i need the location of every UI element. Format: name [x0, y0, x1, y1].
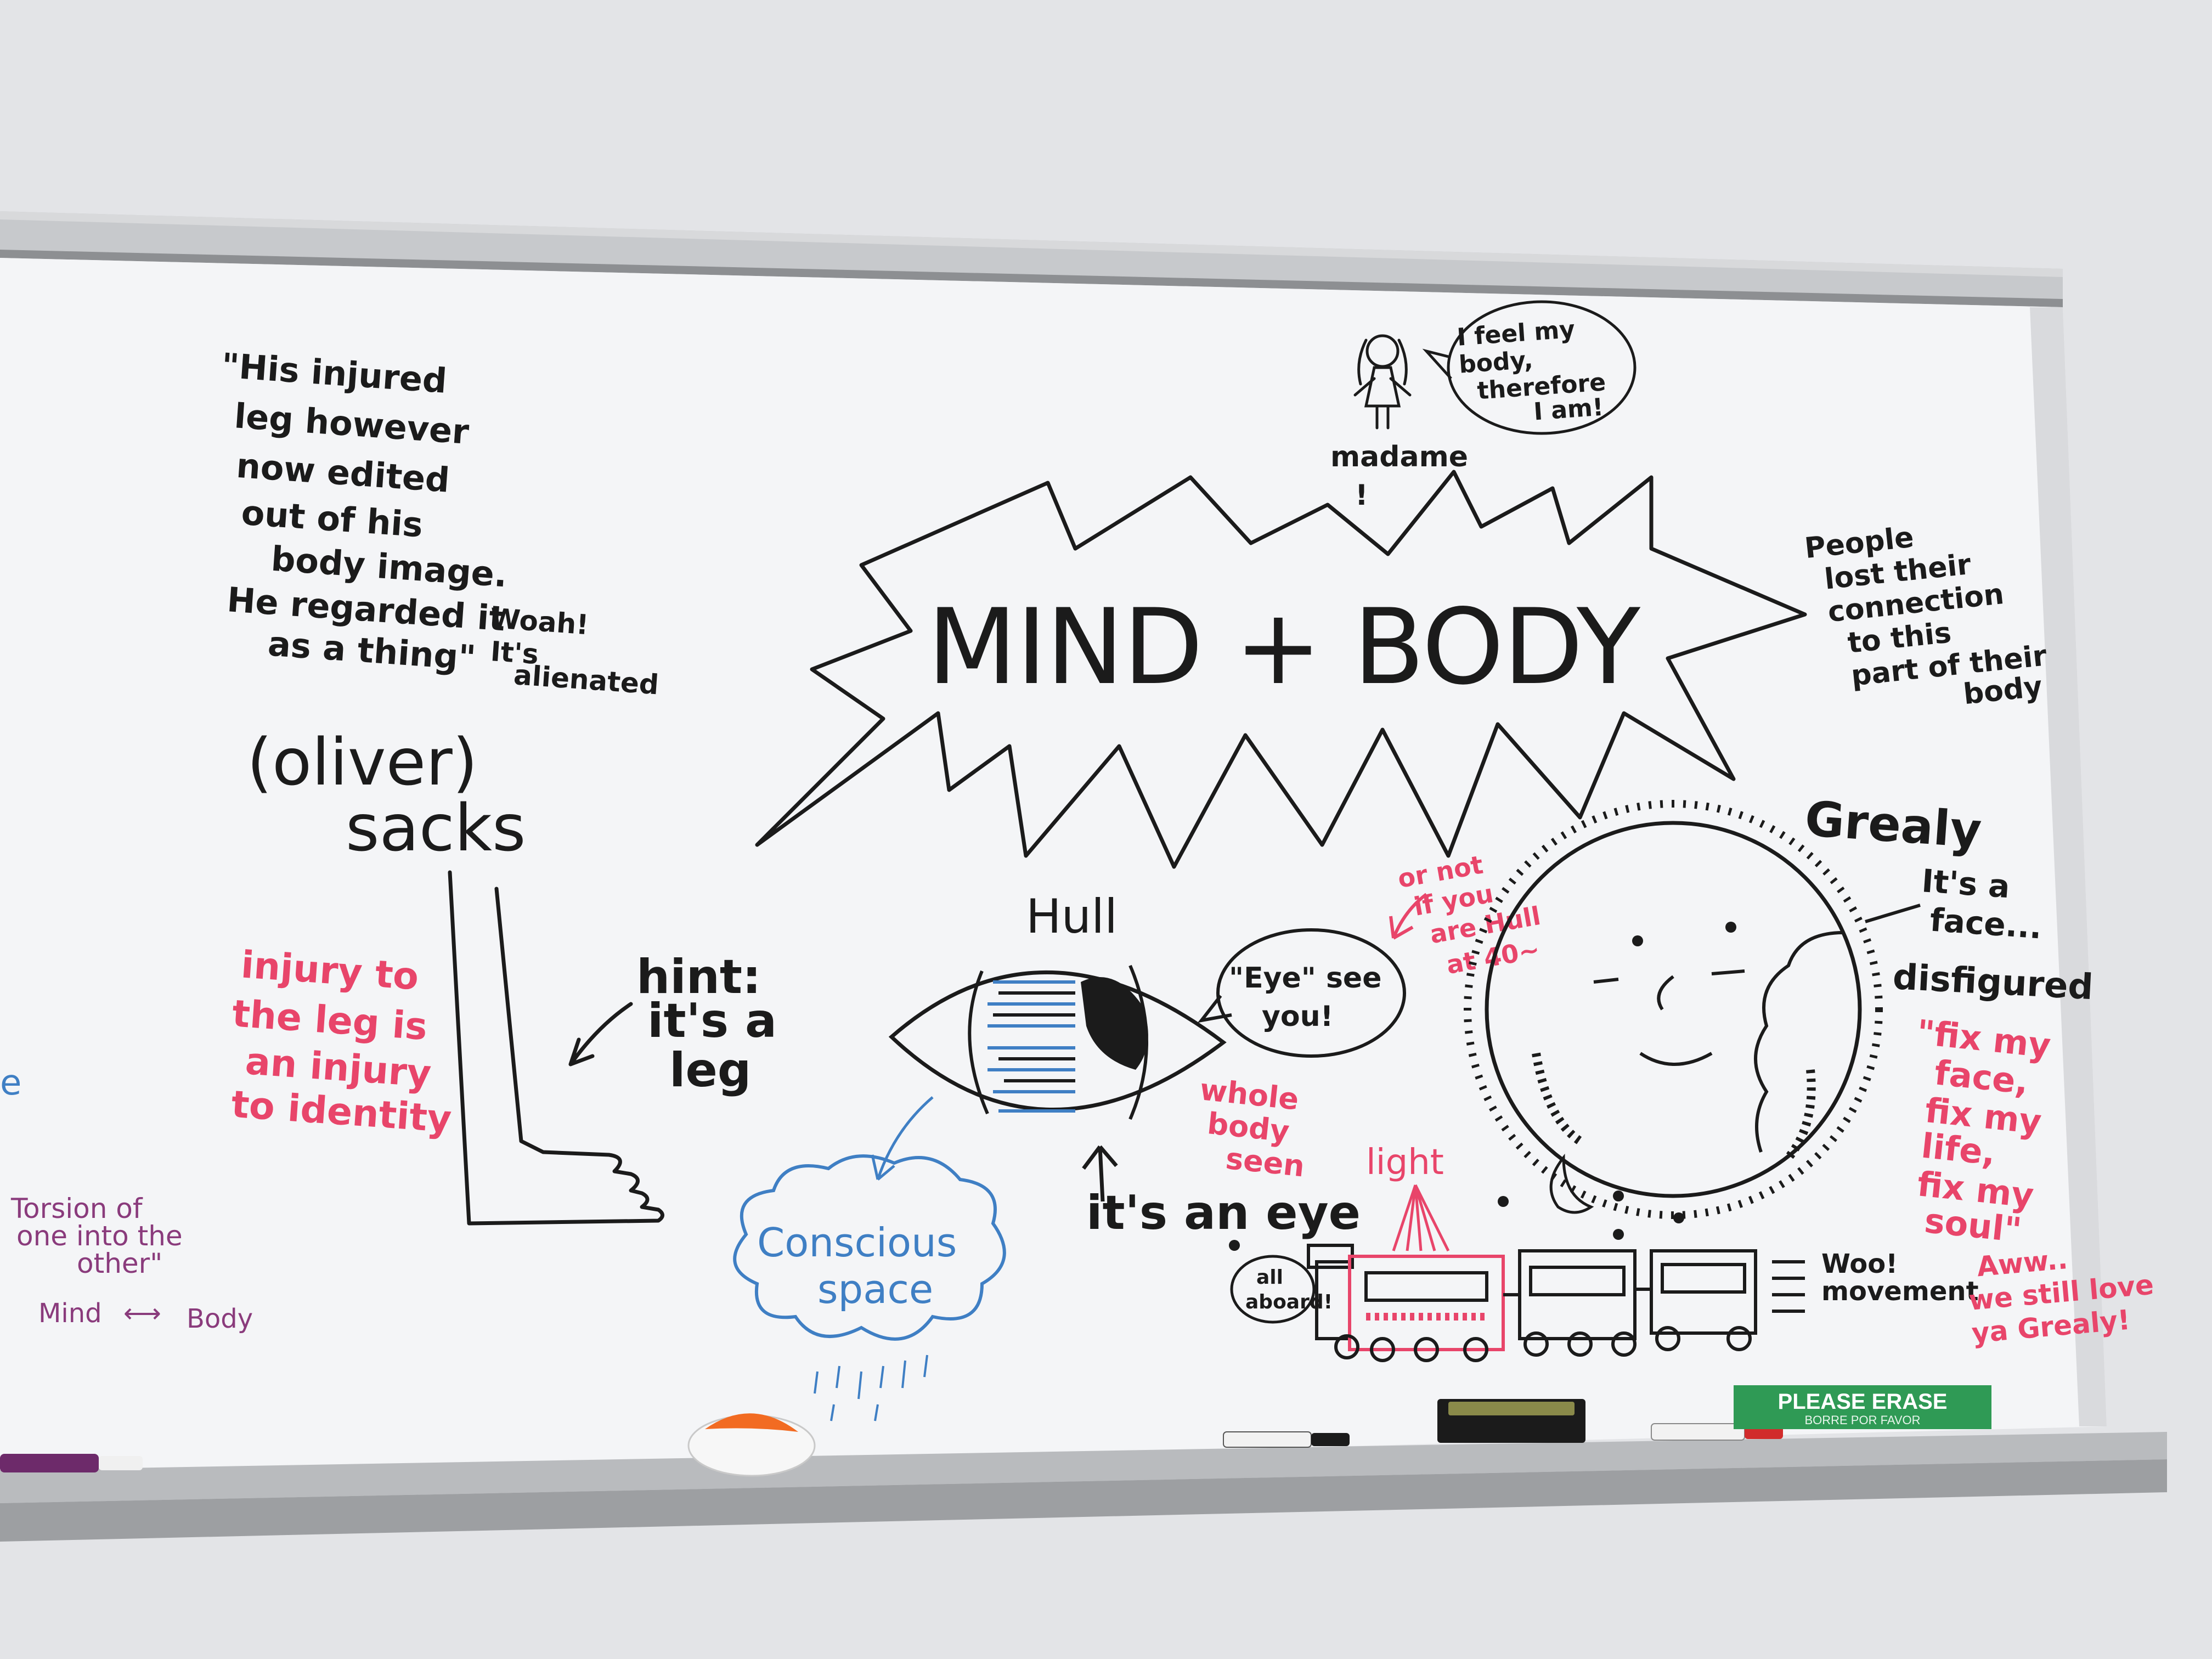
- light-label: light: [1366, 1142, 1444, 1183]
- svg-text:Torsion of: Torsion of: [10, 1193, 143, 1224]
- grealy-label: Grealy: [1803, 790, 1984, 859]
- svg-text:!: !: [1355, 479, 1368, 512]
- fix-note: "fix my face, fix my life, fix my soul": [1915, 1012, 2052, 1250]
- light-rays: [1392, 1184, 1450, 1252]
- svg-text:aboard!: aboard!: [1245, 1291, 1333, 1313]
- svg-text:hint:: hint:: [636, 950, 761, 1005]
- svg-text:Mind: Mind: [38, 1298, 102, 1329]
- burst-title: MIND + BODY: [927, 586, 1641, 708]
- svg-text:body,: body,: [1458, 346, 1534, 379]
- svg-text:it's a: it's a: [647, 994, 777, 1048]
- sign-sub-text: BORRE POR FAVOR: [1804, 1413, 1920, 1427]
- svg-text:sacks: sacks: [346, 790, 526, 866]
- author-name: (oliver) sacks: [247, 724, 526, 866]
- woo-note: Woo! movement: [1821, 1249, 1979, 1307]
- cloud-shape: [733, 1154, 1006, 1341]
- sign-main-text: PLEASE ERASE: [1778, 1390, 1948, 1414]
- all-aboard-bubble: [1230, 1255, 1316, 1324]
- madame-label: madame !: [1330, 441, 1468, 512]
- svg-text:leg: leg: [669, 1043, 751, 1098]
- svg-text:Conscious: Conscious: [757, 1220, 957, 1266]
- svg-text:I am!: I am!: [1533, 393, 1605, 426]
- felt-eraser[interactable]: [1437, 1399, 1585, 1443]
- svg-text:Body: Body: [187, 1304, 253, 1334]
- woah-note: Woah! It's alienated: [489, 602, 659, 701]
- whiteboard-surface: [0, 258, 2107, 1481]
- please-erase-sign: PLEASE ERASE BORRE POR FAVOR: [1734, 1385, 1991, 1429]
- hull-label: Hull: [1026, 889, 1118, 944]
- moon-icon: [1549, 1153, 1594, 1214]
- hint-note: hint: it's a leg: [636, 950, 777, 1098]
- burst-shape: [755, 470, 1807, 869]
- face-pointer: [1865, 904, 1921, 923]
- dry-erase-marker-purple[interactable]: [0, 1454, 143, 1472]
- train-drawing: [1307, 1244, 1757, 1362]
- cloud-text: Conscious space: [757, 1220, 957, 1312]
- svg-text:you!: you!: [1262, 1000, 1333, 1033]
- madame-figure: [1353, 334, 1412, 430]
- svg-text:all: all: [1256, 1266, 1283, 1289]
- svg-text:⟷: ⟷: [123, 1298, 161, 1329]
- cloud-arrow: [871, 1096, 934, 1181]
- or-not-arrow: [1389, 893, 1427, 940]
- eye-speech-bubble: [1216, 928, 1406, 1058]
- svg-text:Woah!: Woah!: [489, 602, 589, 641]
- svg-text:seen: seen: [1224, 1141, 1306, 1184]
- svg-text:(oliver): (oliver): [247, 724, 478, 800]
- svg-text:"Eye" see: "Eye" see: [1229, 962, 1381, 995]
- svg-text:body: body: [1206, 1106, 1291, 1149]
- svg-text:It's a: It's a: [1921, 862, 2011, 905]
- dry-erase-marker-black[interactable]: [1223, 1431, 1350, 1448]
- mind-body-link: Mind ⟷ Body: [38, 1298, 253, 1334]
- hint-arrow: [568, 1002, 633, 1066]
- svg-text:body: body: [1962, 670, 2044, 712]
- leg-drawing: [448, 870, 664, 1226]
- svg-text:Woo!: Woo!: [1821, 1249, 1898, 1279]
- svg-text:one into the: one into the: [16, 1220, 183, 1252]
- face-note: It's a face...: [1921, 862, 2044, 946]
- svg-text:life,: life,: [1920, 1126, 1997, 1173]
- aww-note: Aww.. we still love ya Grealy!: [1967, 1243, 2155, 1350]
- eye-speech-text: "Eye" see you!: [1229, 962, 1381, 1033]
- its-an-eye-label: it's an eye: [1086, 1186, 1361, 1240]
- svg-text:other": other": [77, 1248, 162, 1279]
- map-rail: [0, 211, 2063, 307]
- svg-text:movement: movement: [1821, 1276, 1979, 1307]
- marker-tray: [0, 1432, 2167, 1503]
- svg-text:space: space: [817, 1266, 933, 1312]
- eye-arrow-up: [1082, 1145, 1118, 1202]
- rain-drops: [814, 1355, 928, 1421]
- face-drawing: [1464, 800, 1883, 1219]
- all-aboard-text: all aboard!: [1245, 1266, 1333, 1313]
- people-note: People lost their connection to this par…: [1803, 521, 2049, 712]
- svg-text:Aww..: Aww..: [1976, 1243, 2069, 1283]
- eraser-orange[interactable]: [687, 1413, 816, 1477]
- torsion-note: Torsion of one into the other": [10, 1193, 183, 1279]
- edge-fragment: e: [0, 1063, 21, 1103]
- svg-text:face...: face...: [1929, 901, 2043, 946]
- svg-text:face,: face,: [1933, 1052, 2030, 1102]
- svg-text:madame: madame: [1330, 441, 1468, 473]
- star-icons: [1229, 1190, 1684, 1251]
- madame-speech-bubble: [1447, 300, 1637, 435]
- motion-lines: [1772, 1260, 1805, 1313]
- eye-drawing: [888, 964, 1227, 1120]
- svg-text:It's: It's: [489, 635, 539, 670]
